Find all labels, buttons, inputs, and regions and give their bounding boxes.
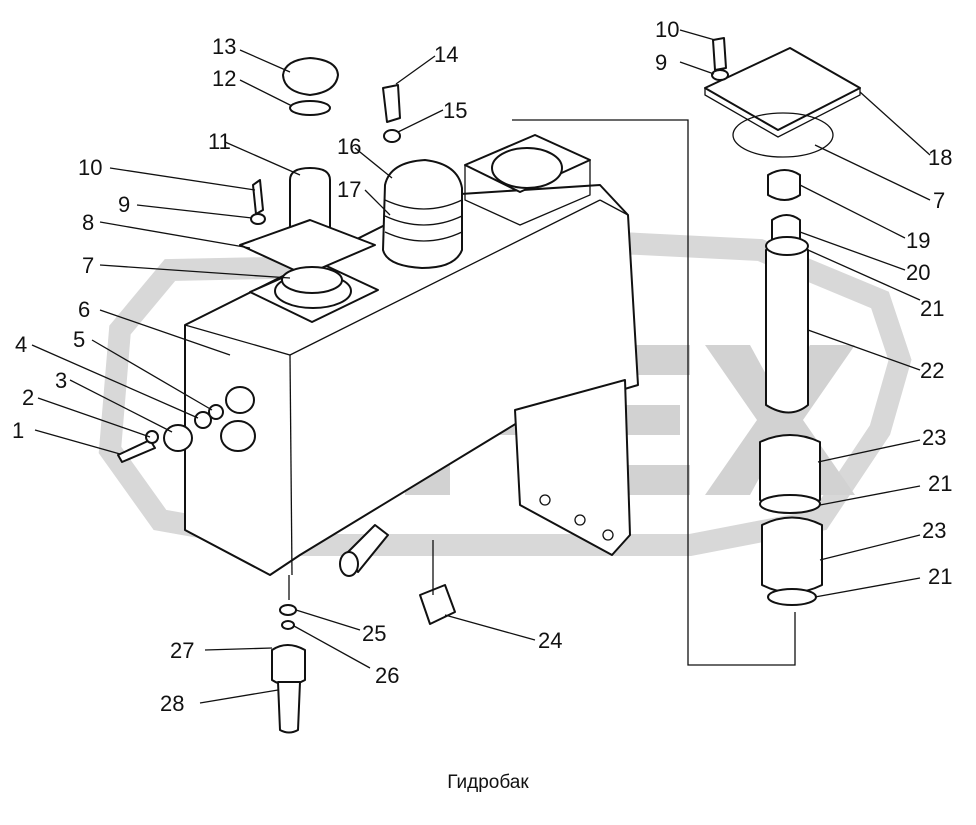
callout-5: 5 [73,327,85,352]
ring-4 [194,411,212,429]
figure-caption: Гидробак [447,772,529,793]
spring-19 [767,169,801,201]
washer-9 [250,213,266,225]
nut-upper [225,386,255,414]
callout-10-left: 10 [78,155,102,180]
callout-15: 15 [443,98,467,123]
callout-22: 22 [920,358,944,383]
callout-8: 8 [82,210,94,235]
nut-27 [271,644,306,686]
callout-20: 20 [906,260,930,285]
callout-18: 18 [928,145,952,170]
callout-21-top: 21 [920,296,944,321]
callout-23-lower: 23 [922,518,946,543]
callout-7-right: 7 [933,188,945,213]
ring-25 [279,604,297,616]
callout-9-right: 9 [655,50,667,75]
callout-23-upper: 23 [922,425,946,450]
filter-element-22 [765,242,809,414]
callout-26: 26 [375,663,399,688]
drain-assembly [117,386,256,463]
ring-5 [208,404,224,420]
bolt-14 [382,84,401,123]
washer-15 [383,129,401,143]
callout-2: 2 [22,385,34,410]
callout-16: 16 [337,134,361,159]
drain-plug-assembly [271,540,456,734]
plug-24 [419,584,456,625]
sleeve-23-lower [761,516,823,594]
nut-lower [220,420,256,452]
mounting-bracket [514,379,631,556]
cover-18 [704,47,861,131]
seal-21-top [765,236,809,256]
bolt-10-right [712,37,727,71]
callout-3: 3 [55,368,67,393]
callout-7-left: 7 [82,253,94,278]
gasket-7 [281,266,343,294]
callout-24: 24 [538,628,562,653]
bolt-1 [117,439,156,463]
callout-17: 17 [337,177,361,202]
gasket-7-right [732,112,834,158]
leader-lines [31,29,931,704]
seal-21-bottom [767,588,817,606]
bolt-10 [252,179,264,215]
plate-8 [239,219,376,276]
callout-11: 11 [208,129,231,154]
callout-6: 6 [78,297,90,322]
breather-16 [382,159,463,269]
washer-9-right [711,69,729,81]
callout-21-mid: 21 [928,471,952,496]
callout-27: 27 [170,638,194,663]
callout-10-right: 10 [655,17,679,42]
fitting-28 [277,681,301,734]
gasket-12 [289,100,331,116]
washer-2 [145,430,159,444]
flange-3 [163,424,193,452]
callout-12: 12 [212,66,236,91]
callout-28: 28 [160,691,184,716]
callout-25: 25 [362,621,386,646]
seal-21-mid [759,494,821,514]
filler-assembly [239,57,463,294]
callout-4: 4 [15,332,27,357]
callout-1: 1 [12,418,24,443]
callout-9-left: 9 [118,192,130,217]
cap-13 [282,57,339,96]
filter-assembly [512,37,861,666]
callout-13: 13 [212,34,236,59]
callout-labels: 1 2 3 4 5 6 7 8 9 10 11 12 13 14 15 16 1… [12,17,952,716]
callout-19: 19 [906,228,930,253]
callout-14: 14 [434,42,458,67]
ring-26 [281,620,295,630]
callout-21-bottom: 21 [928,564,952,589]
